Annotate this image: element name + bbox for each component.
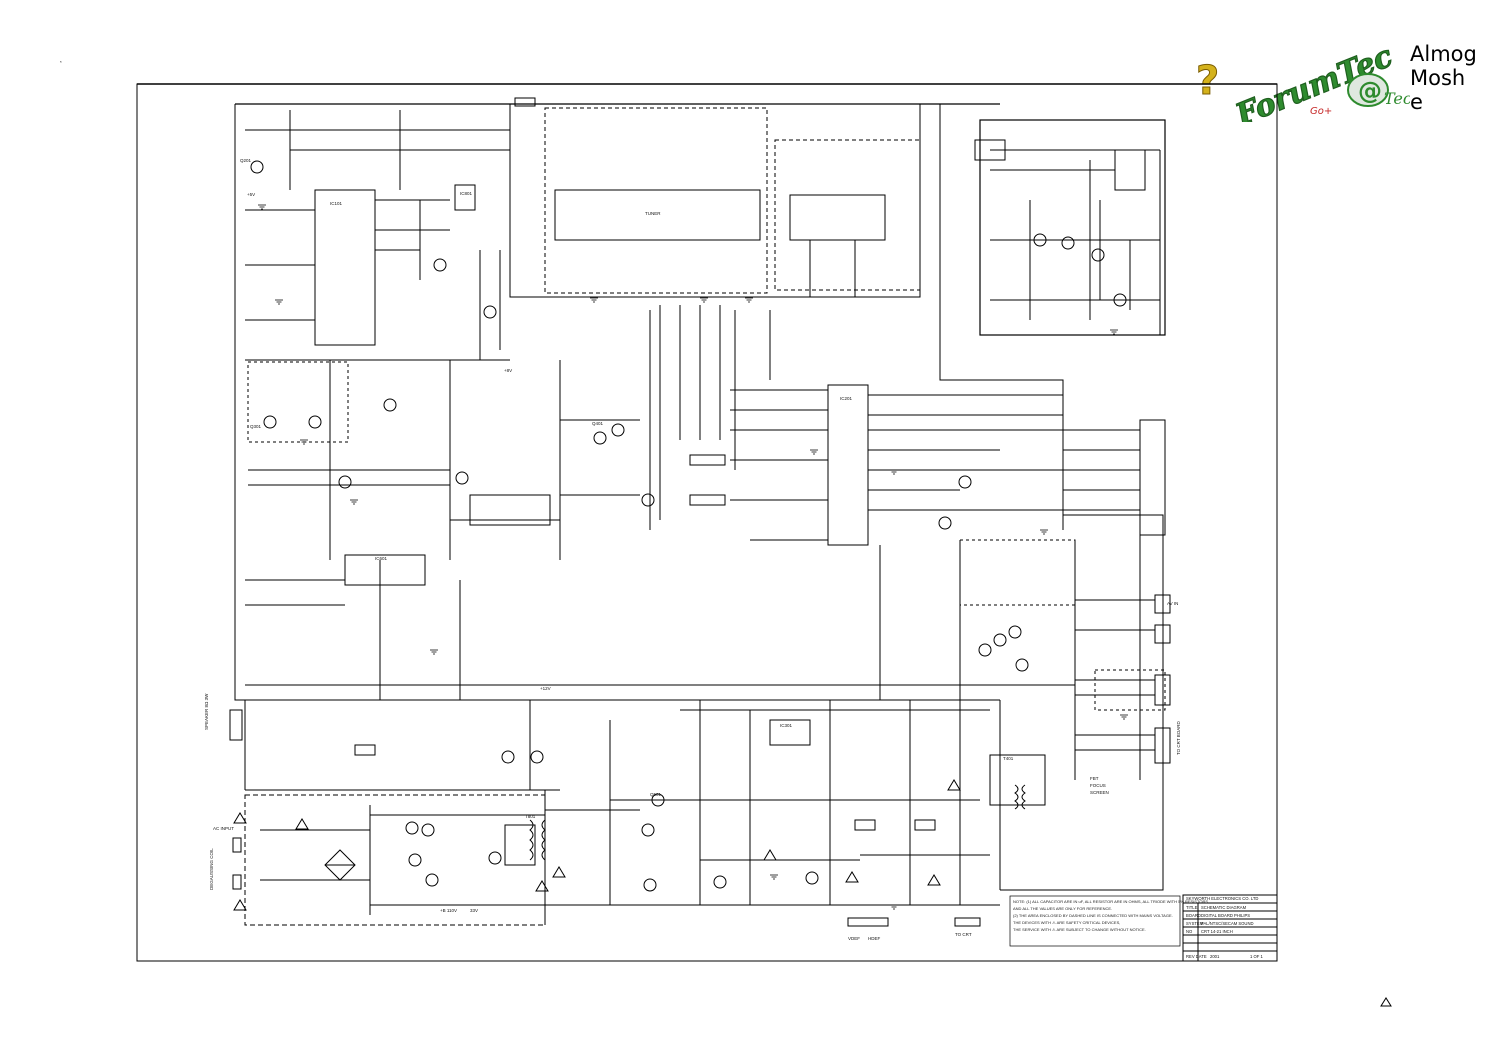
company-name: SKYWORTH ELECTRONICS CO. LTD — [1186, 896, 1258, 901]
connector-labels: AC INPUT DEGAUSSING COIL SPEAKER 8Ω 3W V… — [204, 601, 1181, 941]
to-crt-board-label: TO CRT BOARD — [1176, 720, 1181, 755]
title-label: TITLE — [1186, 905, 1198, 910]
title-block — [1182, 894, 1278, 962]
screen-label: SCREEN — [1090, 790, 1109, 795]
volt-33v: 33V — [470, 908, 478, 913]
ic101-label: IC101 — [330, 201, 343, 206]
title-value: SCHEMATIC DIAGRAM — [1201, 905, 1247, 910]
q301-label: Q301 — [250, 424, 262, 429]
model-value: CRT 14-21 INCH — [1201, 929, 1233, 934]
ic-block-memory — [774, 139, 921, 291]
volt-5v: +5V — [247, 192, 255, 197]
tuner-label: TUNER — [645, 211, 661, 216]
board-label: BOARD — [1186, 913, 1201, 918]
note-line-3: (2) THE AREA ENCLOSED BY DASHED LINE IS … — [1013, 913, 1173, 918]
note-line-4: THE DEVICES WITH ⚠ ARE SAFETY CRITICAL D… — [1013, 920, 1120, 925]
part-labels: Q201 Q301 Q401 Q501 IC201 TUNER IC101 IC… — [240, 158, 1014, 913]
t401-label: T401 — [1003, 756, 1014, 761]
credit-line-3: e — [1410, 90, 1423, 114]
board-value: DIGITAL BOARD PHILIPS — [1201, 913, 1250, 918]
ic601-label: IC601 — [375, 556, 388, 561]
q201-label: Q201 — [240, 158, 252, 163]
crt-board-box — [979, 119, 1166, 336]
vdef-label: VDEF — [848, 936, 860, 941]
svg-text:@: @ — [1358, 77, 1382, 105]
svg-text:Tec: Tec — [1384, 89, 1410, 108]
ic-micro — [314, 189, 376, 346]
q501-label: Q501 — [650, 792, 662, 797]
av-in-label: AV IN — [1167, 601, 1178, 606]
forumtec-logo: ? ForumTec @ Tec Go+ — [1196, 44, 1411, 122]
author-credit: Almog Mosh e — [1410, 42, 1477, 114]
note-line-2: AND ALL THE VALUES ARE ONLY FOR REFERENC… — [1013, 906, 1112, 911]
rev-label: REV DATE — [1186, 954, 1207, 959]
page-mark: * — [60, 60, 62, 65]
rev-value: 2001 — [1210, 954, 1220, 959]
bridge-rectifier — [324, 849, 356, 881]
focus-label: FOCUS — [1090, 783, 1106, 788]
volt-12v: +12V — [540, 686, 551, 691]
title-block-text: SKYWORTH ELECTRONICS CO. LTD TITLE SCHEM… — [1186, 896, 1263, 959]
ic-main — [827, 384, 869, 546]
ic-audio — [344, 554, 426, 586]
ic201-label: IC201 — [840, 396, 853, 401]
degauss-label: DEGAUSSING COIL — [209, 848, 214, 890]
credit-line-2: Mosh — [1410, 66, 1466, 90]
fbt-label: FBT — [1090, 776, 1099, 781]
ic301-label: IC301 — [780, 723, 793, 728]
t801-label: T801 — [525, 814, 536, 819]
ic-block-tuner — [544, 107, 768, 294]
system-label: SYSTEM — [1186, 921, 1204, 926]
svg-text:?: ? — [1196, 58, 1219, 104]
ic801-label: IC801 — [460, 191, 473, 196]
system-value: PAL/NTSC/SECAM SOUND — [1201, 921, 1254, 926]
ic-tuner — [554, 189, 761, 241]
power-transformer — [529, 819, 534, 861]
volt-110v: +B 110V — [440, 908, 457, 913]
speaker-label: SPEAKER 8Ω 3W — [204, 693, 209, 730]
model-label: NO — [1186, 929, 1193, 934]
credit-line-1: Almog — [1410, 42, 1477, 66]
note-line-1: NOTE: (1) ALL CAPACITOR ARE IN uF, ALL R… — [1013, 899, 1208, 904]
ac-input-label: AC INPUT — [213, 826, 234, 831]
ic-vert — [769, 719, 811, 746]
hdef-label: HDEF — [868, 936, 881, 941]
volt-8v: +8V — [504, 368, 512, 373]
sheet-value: 1 OF 1 — [1250, 954, 1263, 959]
q401-label: Q401 — [592, 421, 604, 426]
schematic-notes: NOTE: (1) ALL CAPACITOR ARE IN uF, ALL R… — [1013, 899, 1208, 932]
to-crt-label: TO CRT — [955, 932, 972, 937]
svg-text:Go+: Go+ — [1310, 106, 1332, 117]
note-line-5: THE SERVICE WITH ⚠ ARE SUBJECT TO CHANGE… — [1013, 927, 1146, 932]
